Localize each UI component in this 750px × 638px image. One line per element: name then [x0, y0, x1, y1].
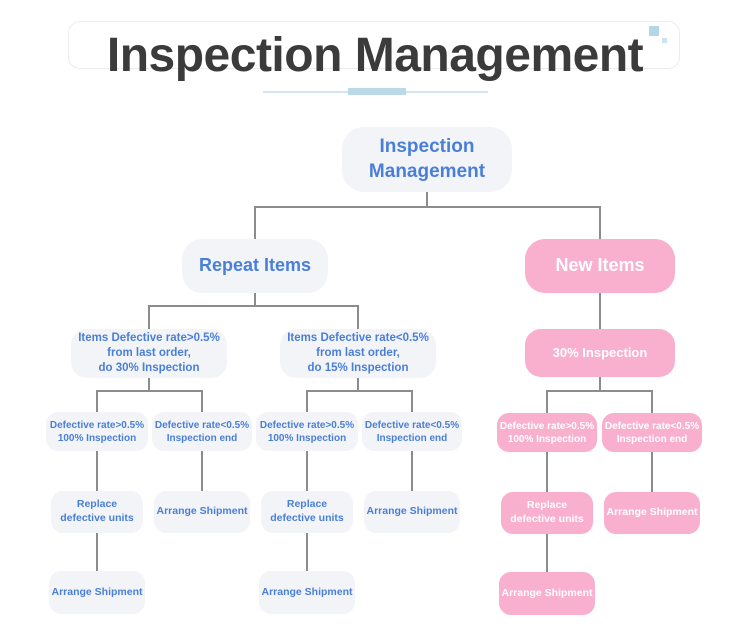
node-arrange-shipment-final-1: Arrange Shipment: [49, 571, 145, 614]
node-arrange-shipment-final-2: Arrange Shipment: [259, 571, 355, 614]
node-repeat-high-100-inspection: Defective rate>0.5% 100% Inspection: [46, 412, 148, 451]
node-repeat-high-inspection-end: Defective rate<0.5% Inspection end: [152, 412, 252, 451]
node-arrange-shipment-final-3: Arrange Shipment: [499, 572, 595, 615]
node-new-items: New Items: [525, 239, 675, 293]
node-replace-defective-units-2: Replace defective units: [261, 491, 353, 533]
node-arrange-shipment-2: Arrange Shipment: [364, 491, 460, 533]
node-repeat-high-rate: Items Defective rate>0.5% from last orde…: [71, 329, 227, 378]
node-new-inspection-end: Defective rate<0.5% Inspection end: [602, 413, 702, 452]
accent-square-icon: [649, 26, 659, 36]
node-arrange-shipment-1: Arrange Shipment: [154, 491, 250, 533]
node-new-100-inspection: Defective rate>0.5% 100% Inspection: [497, 413, 597, 452]
node-repeat-low-rate: Items Defective rate<0.5% from last orde…: [280, 329, 436, 378]
node-new-30-inspection: 30% Inspection: [525, 329, 675, 377]
accent-square-small-icon: [662, 38, 667, 43]
node-arrange-shipment-3: Arrange Shipment: [604, 492, 700, 534]
node-replace-defective-units-1: Replace defective units: [51, 491, 143, 533]
node-repeat-low-100-inspection: Defective rate>0.5% 100% Inspection: [256, 412, 358, 451]
node-replace-defective-units-3: Replace defective units: [501, 492, 593, 534]
node-root-inspection-management: Inspection Management: [342, 127, 512, 192]
title-card: [68, 21, 680, 69]
page-title: Inspection Management: [106, 29, 644, 82]
node-repeat-low-inspection-end: Defective rate<0.5% Inspection end: [362, 412, 462, 451]
title-underline-accent: [348, 88, 406, 95]
node-repeat-items: Repeat Items: [182, 239, 328, 293]
